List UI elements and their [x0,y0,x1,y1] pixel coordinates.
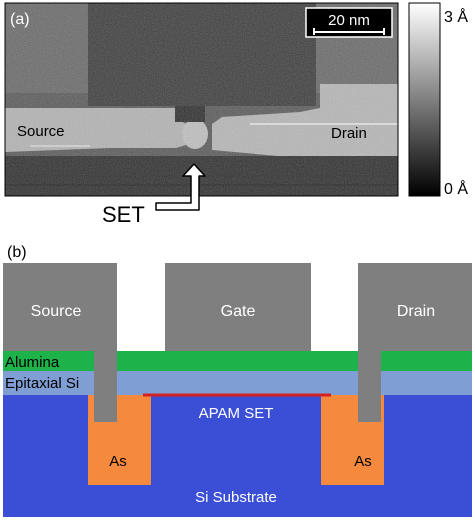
panel-a-label: (a) [10,11,30,28]
si-substrate-layer [3,395,472,517]
epitaxial-si-layer [3,371,472,395]
gate-contact [165,263,311,351]
panel-b-label: (b) [7,244,27,261]
colorbar-min-label: 0 Å [444,179,468,198]
epitaxial-si-label: Epitaxial Si [5,375,79,392]
drain-label: Drain [397,303,435,320]
as-left-label: As [109,453,127,470]
apam-set-label: APAM SET [199,405,274,422]
scale-bar-label: 20 nm [328,12,370,29]
si-substrate-label: Si Substrate [195,489,277,506]
drain-contact [358,263,472,422]
colorbar-max-label: 3 Å [444,7,468,26]
set-label: SET [102,202,145,227]
colorbar: 3 Å 0 Å [408,2,468,198]
cross-section: Source Gate Drain Alumina Epitaxial Si A… [3,263,472,517]
stm-drain-label: Drain [331,125,367,142]
source-label: Source [31,303,82,320]
alumina-label: Alumina [5,354,60,371]
scale-bar: 20 nm [305,7,393,38]
alumina-layer [3,351,472,371]
as-right-label: As [354,453,372,470]
source-contact [3,263,117,422]
gate-label: Gate [221,303,256,320]
stm-source-label: Source [17,123,65,140]
set-arrow-icon [155,163,206,211]
